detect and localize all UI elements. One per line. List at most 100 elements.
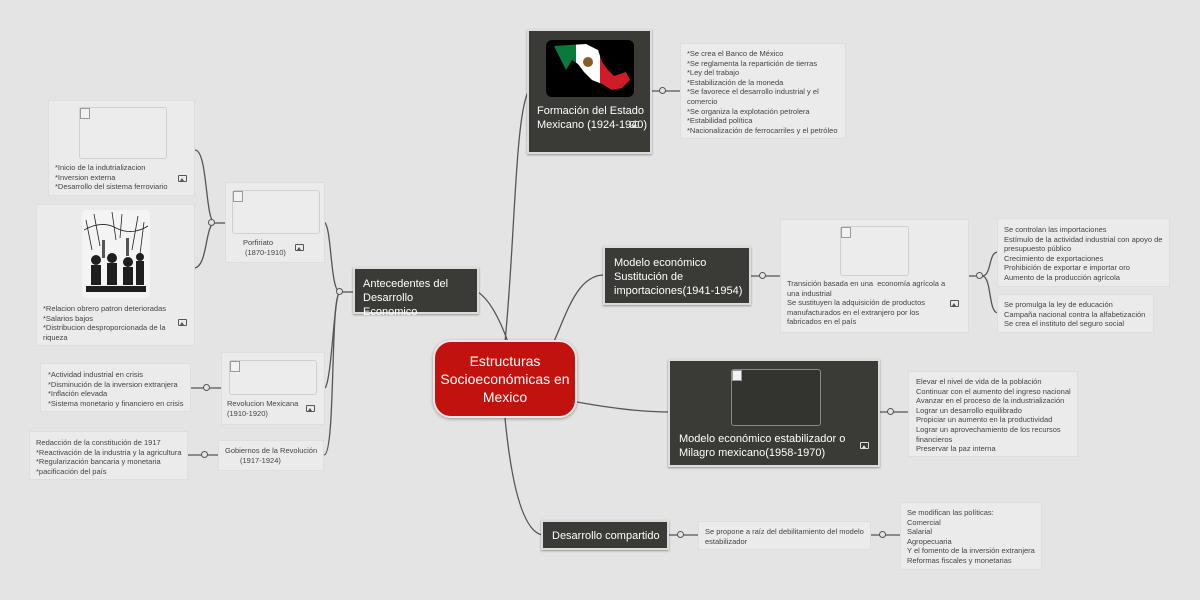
image-placeholder — [79, 107, 167, 159]
formacion-label: Estado Mexicano — [537, 105, 645, 131]
mexico-flag-map-image — [546, 40, 634, 97]
note-compartido-sub[interactable]: Se modifican las políticas: Comercial Sa… — [900, 502, 1042, 570]
sustitucion-years: importaciones(1941-1954) — [614, 285, 743, 297]
note-line: *Ley del trabajo — [687, 68, 740, 78]
note-porfiriato-1[interactable]: *Inicio de la indutrializacion *Inversio… — [48, 100, 195, 196]
engraving-image — [82, 210, 150, 298]
note-line: Se sustituyen la adquisición de producto… — [787, 298, 926, 308]
image-placeholder — [229, 360, 317, 395]
note-sustitucion[interactable]: Transición basada en una economía agríco… — [780, 219, 969, 333]
image-placeholder — [840, 226, 909, 276]
note-line: Se propone a raíz del debilitamiento del… — [705, 527, 864, 536]
note-line: *Inversion externa — [55, 172, 116, 182]
note-line: riqueza — [43, 332, 68, 342]
topic-formacion[interactable]: Formación del Estado Mexicano (1924-1940… — [527, 29, 652, 154]
junction-dot[interactable] — [677, 531, 684, 538]
image-icon[interactable] — [860, 442, 869, 449]
compartido-label: Desarrollo compartido — [552, 530, 660, 542]
central-topic-title: Estructuras Socioeconómicas en Mexico — [440, 353, 570, 405]
note-sustitucion-2[interactable]: Se promulga la ley de educación Campaña … — [997, 294, 1154, 333]
broken-image-icon — [841, 227, 851, 238]
topic-sustitucion[interactable]: Modelo económico Sustitución de importac… — [603, 246, 751, 305]
estabilizador-label: Modelo económico estabilizador o — [679, 433, 846, 445]
sustitucion-label: Modelo económico — [614, 257, 707, 269]
porfiriato-label: Porfiriato — [243, 238, 274, 247]
note-line: Se modifican las políticas: — [907, 508, 994, 517]
note-line: Estímulo de la actividad industrial con … — [1004, 234, 1163, 244]
image-icon[interactable] — [178, 175, 187, 182]
note-line: Preservar la paz interna — [916, 444, 996, 454]
sustitucion-label: Sustitución de — [614, 271, 684, 283]
junction-dot[interactable] — [201, 451, 208, 458]
note-line: Lograr un aprovechamiento de los recurso… — [916, 424, 1061, 434]
estabilizador-years: Milagro mexicano(1958-1970) — [679, 447, 826, 459]
note-porfiriato-2[interactable]: *Relacion obrero patron deterioradas *Sa… — [36, 204, 195, 346]
note-line: *Inicio de la indutrializacion — [55, 163, 146, 172]
note-line: *Inflación elevada — [48, 389, 108, 399]
note-line: Se controlan las importaciones — [1004, 225, 1107, 234]
junction-dot[interactable] — [759, 272, 766, 279]
note-sustitucion-1[interactable]: Se controlan las importaciones Estímulo … — [997, 218, 1170, 287]
note-revolucion[interactable]: *Actividad industrial en crisis *Disminu… — [40, 363, 191, 412]
note-line: Elevar el nivel de vida de la población — [916, 377, 1042, 386]
note-line: Aumento de la producción agrícola — [1004, 272, 1120, 282]
image-icon[interactable] — [178, 319, 187, 326]
note-estabilizador[interactable]: Elevar el nivel de vida de la población … — [908, 371, 1078, 457]
note-line: *pacificación del país — [36, 466, 107, 476]
gobiernos-years: (1917-1924) — [240, 455, 281, 465]
junction-dot[interactable] — [336, 288, 343, 295]
note-line: Transición basada en una economía agríco… — [787, 279, 946, 288]
note-line: *Se organiza la explotación petrolera — [687, 106, 810, 116]
junction-dot[interactable] — [879, 531, 886, 538]
note-line: Salarial — [907, 527, 933, 537]
image-icon[interactable] — [630, 121, 639, 128]
note-line: estabilizador — [705, 536, 748, 546]
note-line: presupuesto público — [1004, 244, 1072, 254]
subtopic-gobiernos[interactable]: Gobiernos de la Revolución (1917-1924) — [218, 440, 324, 471]
junction-dot[interactable] — [887, 408, 894, 415]
topic-estabilizador[interactable]: Modelo económico estabilizador o Milagro… — [668, 359, 880, 467]
topic-antecedentes[interactable]: Antecedentes del Desarrollo Economico — [353, 267, 479, 318]
note-line: *Distribucion desproporcionada de la — [43, 323, 166, 333]
note-line: *Relacion obrero patron deterioradas — [43, 304, 166, 313]
note-line: Continuar con el aumento del ingreso nac… — [916, 386, 1071, 396]
topic-compartido[interactable]: Desarrollo compartido — [541, 520, 669, 550]
junction-dot[interactable] — [976, 272, 983, 279]
central-topic[interactable]: Estructuras Socioeconómicas en Mexico — [433, 340, 577, 418]
note-line: Avanzar en el proceso de la industrializ… — [916, 396, 1065, 406]
junction-dot[interactable] — [659, 87, 666, 94]
note-line: Campaña nacional contra la alfabetizació… — [1004, 309, 1146, 319]
note-compartido[interactable]: Se propone a raíz del debilitamiento del… — [698, 521, 871, 550]
note-line: *Actividad industrial en crisis — [48, 370, 144, 379]
note-line: financieros — [916, 434, 953, 444]
broken-image-icon — [230, 361, 240, 372]
note-line: *Se favorece el desarrollo industrial y … — [687, 87, 819, 97]
junction-dot[interactable] — [208, 219, 215, 226]
note-line: una industrial — [787, 288, 832, 298]
note-line: *Se crea el Banco de México — [687, 49, 784, 58]
note-line: Reformas fiscales y monetarias — [907, 555, 1012, 565]
note-line: *Salarios bajos — [43, 313, 94, 323]
junction-dot[interactable] — [203, 384, 210, 391]
note-formacion[interactable]: *Se crea el Banco de México *Se reglamen… — [680, 43, 846, 139]
topic-antecedentes-label: Antecedentes del Desarrollo Economico — [363, 278, 449, 318]
image-icon[interactable] — [295, 244, 304, 251]
note-line: manufacturados en el extranjero por los — [787, 307, 920, 317]
gobiernos-label: Gobiernos de la Revolución — [225, 446, 318, 455]
note-line: *Disminución de la inversion extranjera — [48, 379, 178, 389]
note-line: Lograr un desarrollo equilibrado — [916, 405, 1022, 415]
note-line: *Regularización bancaria y monetaria — [36, 457, 161, 467]
note-line: *Nacionalización de ferrocarriles y el p… — [687, 125, 838, 135]
subtopic-porfiriato[interactable]: Porfiriato (1870-1910) — [225, 182, 325, 263]
image-placeholder — [731, 369, 821, 426]
image-icon[interactable] — [306, 405, 315, 412]
note-line: Se crea el instituto del seguro social — [1004, 319, 1125, 329]
subtopic-revolucion[interactable]: Revolucion Mexicana (1910-1920) — [221, 352, 325, 425]
note-line: *Estabilidad política — [687, 116, 753, 126]
note-line: Se promulga la ley de educación — [1004, 300, 1113, 309]
note-line: *Reactivación de la industria y la agric… — [36, 447, 182, 457]
image-icon[interactable] — [950, 300, 959, 307]
note-line: *Desarrollo del sistema ferroviario — [55, 182, 168, 192]
broken-image-icon — [233, 191, 243, 202]
note-gobiernos[interactable]: Redacción de la constitución de 1917 *Re… — [29, 431, 188, 480]
